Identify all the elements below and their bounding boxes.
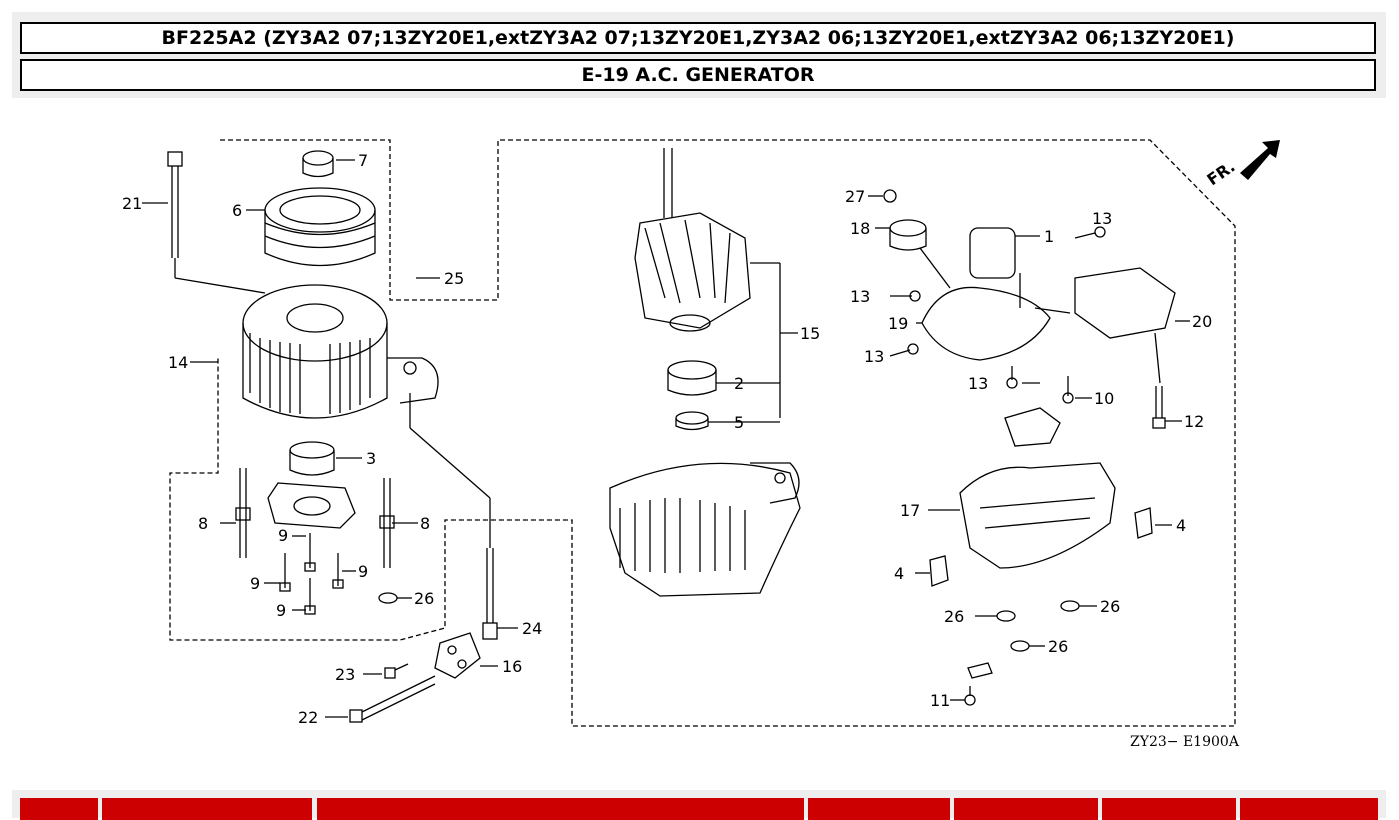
alternator-housing: [242, 284, 439, 419]
stud-left: [235, 468, 251, 558]
clip-4-left: [929, 555, 949, 587]
callout-26-b: 26: [1100, 597, 1120, 616]
callout-26-c: 26: [1048, 637, 1068, 656]
callout-1: 1: [1044, 227, 1054, 246]
parts-table-header: [12, 790, 1386, 820]
leader-lines: [142, 159, 1190, 718]
callout-16: 16: [502, 657, 522, 676]
terminal-plate: [967, 662, 993, 679]
callout-24: 24: [522, 619, 542, 638]
nut-27: [883, 189, 897, 203]
gasket-plate: [267, 482, 356, 529]
callout-13-a: 13: [1092, 209, 1112, 228]
callout-5: 5: [734, 413, 744, 432]
model-title: BF225A2 (ZY3A2 07;13ZY20E1,extZY3A2 07;1…: [20, 22, 1376, 54]
long-bolt: [167, 151, 183, 258]
callout-9-a: 9: [278, 526, 288, 545]
table-header-cell: [317, 798, 804, 820]
callout-27: 27: [845, 187, 865, 206]
callout-numbers: 21 7 6 25 14 3 8 9 9 9 9 8 26 23 24 16 2…: [122, 151, 1212, 727]
bolt-12: [1152, 386, 1166, 429]
callout-7: 7: [358, 151, 368, 170]
table-header-cell: [1102, 798, 1236, 820]
callout-26-a: 26: [944, 607, 964, 626]
callout-19: 19: [888, 314, 908, 333]
callout-8-right: 8: [420, 514, 430, 533]
table-header-cell: [808, 798, 950, 820]
callout-12: 12: [1184, 412, 1204, 431]
callout-3: 3: [366, 449, 376, 468]
bolt-24: [482, 548, 498, 640]
screw-13-c: [889, 343, 919, 357]
header-panel: BF225A2 (ZY3A2 07;13ZY20E1,extZY3A2 07;1…: [12, 12, 1386, 98]
callout-15: 15: [800, 324, 820, 343]
diode-plate: [1004, 407, 1061, 447]
drawing-code: ZY23− E1900A: [1130, 734, 1240, 750]
table-header-cell: [102, 798, 312, 820]
bolt-23: [384, 663, 409, 679]
screw-13-b: [890, 290, 921, 302]
front-direction-arrow: FR.: [1203, 140, 1280, 189]
clip-4-right: [1134, 507, 1153, 539]
spacer: [675, 411, 709, 431]
screw-13-a: [1074, 226, 1106, 239]
bracket-16: [434, 632, 481, 679]
brush-holder: [969, 227, 1016, 279]
front-housing: [609, 462, 801, 597]
callout-4-left: 4: [894, 564, 904, 583]
callout-20: 20: [1192, 312, 1212, 331]
callout-2: 2: [734, 374, 744, 393]
rotor: [634, 148, 751, 332]
callout-14: 14: [168, 353, 188, 372]
direction-label: FR.: [1203, 157, 1238, 190]
callout-9-c: 9: [358, 562, 368, 581]
nut-26-c: [1010, 640, 1030, 652]
callout-6: 6: [232, 201, 242, 220]
group-outline-left: [169, 139, 1236, 727]
callout-4-right: 4: [1176, 516, 1186, 535]
bolt-22: [349, 675, 436, 723]
rear-bearing: [289, 441, 335, 476]
nut-26-left: [378, 592, 398, 604]
section-title: E-19 A.C. GENERATOR: [20, 59, 1376, 91]
callout-22: 22: [298, 708, 318, 727]
pulley: [264, 187, 376, 267]
pulley-nut: [302, 150, 334, 178]
callout-25: 25: [444, 269, 464, 288]
rectifier-19: [921, 286, 1051, 361]
callout-17: 17: [900, 501, 920, 520]
rear-cover: [959, 462, 1116, 569]
callout-21: 21: [122, 194, 142, 213]
callout-13-c: 13: [864, 347, 884, 366]
table-header-cell: [1240, 798, 1378, 820]
screw-10: [1062, 376, 1074, 404]
callout-10: 10: [1094, 389, 1114, 408]
callout-9-b: 9: [250, 574, 260, 593]
callout-18: 18: [850, 219, 870, 238]
screw-13-d: [1006, 366, 1018, 389]
callout-26-left: 26: [414, 589, 434, 608]
callout-8-left: 8: [198, 514, 208, 533]
callout-23: 23: [335, 665, 355, 684]
nut-26-b: [1060, 600, 1080, 612]
screw-11: [964, 686, 976, 706]
callout-13-b: 13: [850, 287, 870, 306]
nut-26-a: [996, 610, 1016, 622]
callout-9-d: 9: [276, 601, 286, 620]
stud-right: [379, 478, 395, 568]
parts-diagram: FR. 21 7 6 25 14 3 8 9 9 9 9 8 26 23 24 …: [100, 128, 1300, 758]
callout-13-d: 13: [968, 374, 988, 393]
callout-11: 11: [930, 691, 950, 710]
screws-9: [279, 533, 344, 615]
exploded-view-drawing: FR. 21 7 6 25 14 3 8 9 9 9 9 8 26 23 24 …: [122, 139, 1280, 750]
table-header-cell: [954, 798, 1098, 820]
terminal-18: [889, 219, 951, 289]
front-bearing: [667, 360, 717, 396]
table-header-cell: [20, 798, 98, 820]
regulator-20: [1074, 267, 1176, 339]
